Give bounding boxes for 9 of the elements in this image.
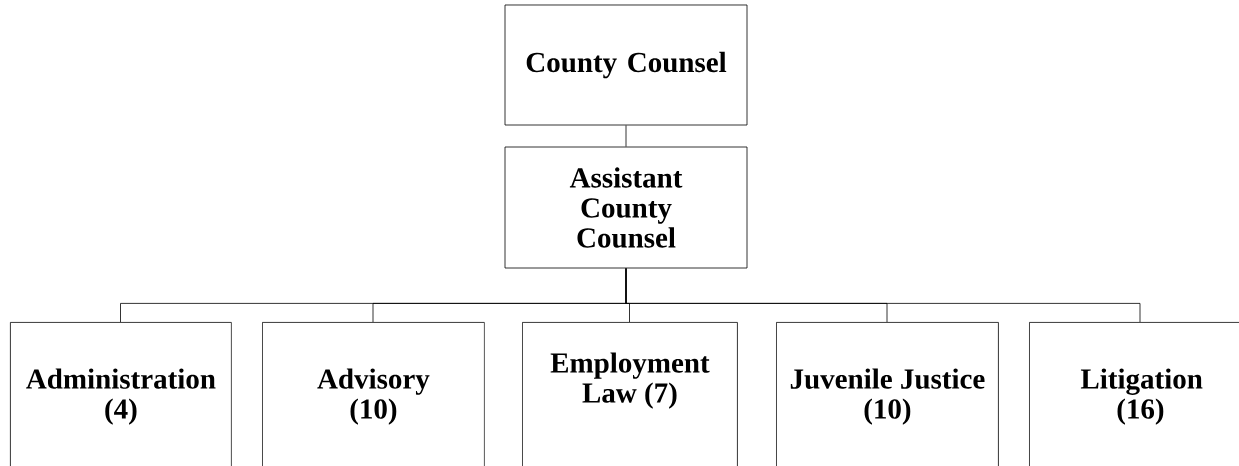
org-box: Advisory (10)	[262, 322, 485, 466]
connector-line	[625, 125, 627, 147]
org-box: County Counsel	[504, 4, 748, 126]
org-box: Litigation (16)	[1029, 322, 1239, 466]
org-box: Administration (4)	[10, 322, 232, 466]
org-box: Juvenile Justice (10)	[776, 322, 999, 466]
org-box: Employment Law (7)	[522, 322, 738, 466]
org-box: Assistant County Counsel	[504, 146, 748, 269]
connector-line	[625, 268, 1141, 323]
